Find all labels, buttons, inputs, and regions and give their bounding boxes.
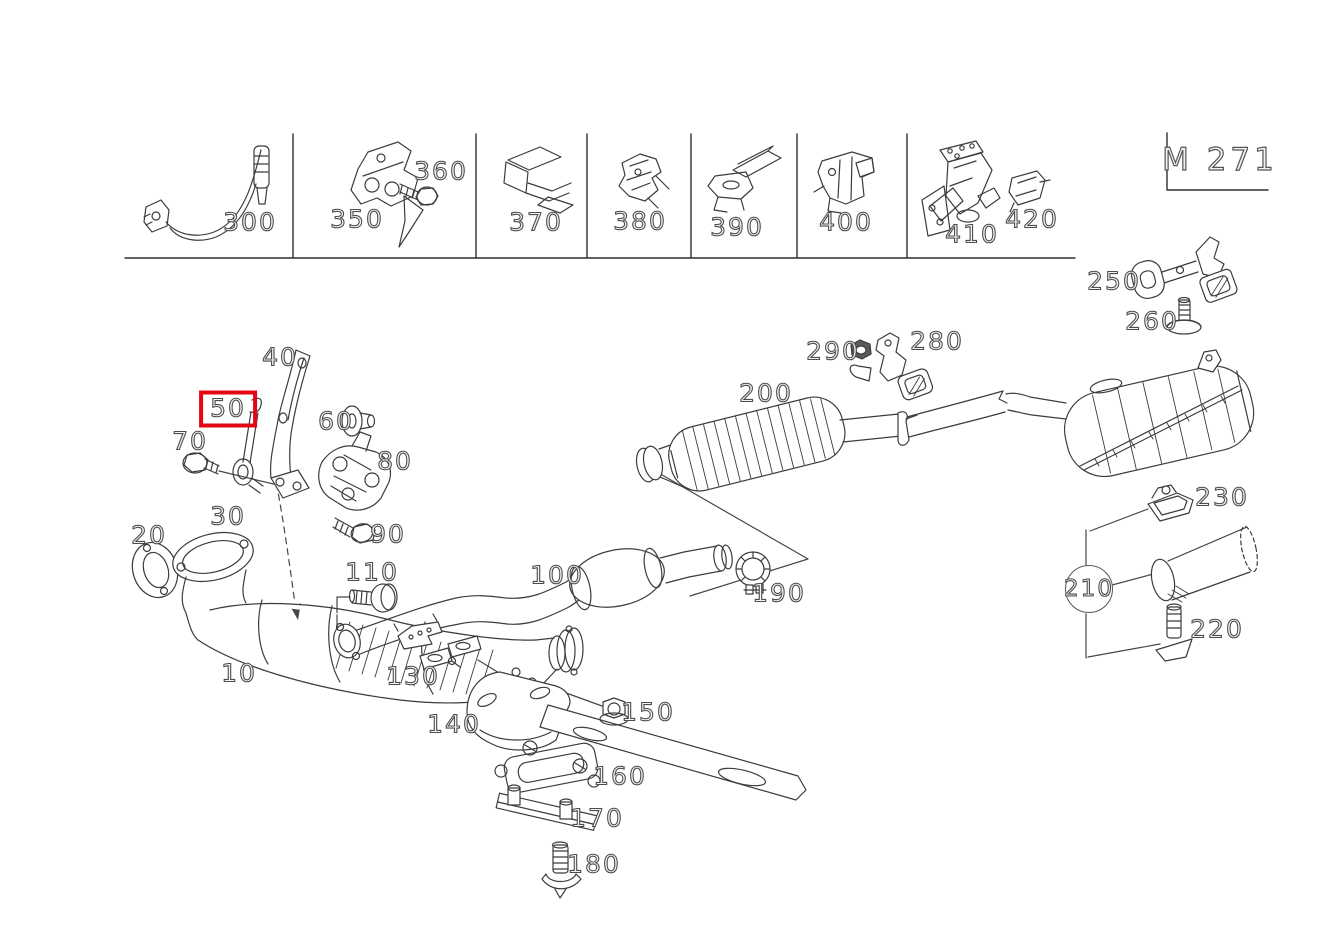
part-410-drawing xyxy=(922,141,1000,236)
callout-110[interactable]: 110 xyxy=(345,557,399,587)
part-370-drawing xyxy=(504,147,573,213)
part-260-drawing xyxy=(1167,298,1201,335)
callout-190[interactable]: 190 xyxy=(752,578,806,608)
callout-370[interactable]: 370 xyxy=(509,207,563,237)
callout-140[interactable]: 140 xyxy=(427,709,481,739)
callout-100[interactable]: 100 xyxy=(530,560,584,590)
part-80-drawing xyxy=(319,432,391,510)
part-400-drawing xyxy=(814,152,874,213)
callout-410[interactable]: 410 xyxy=(945,219,999,249)
callout-350[interactable]: 350 xyxy=(330,204,384,234)
part-420-drawing xyxy=(1009,171,1050,212)
part-140-drawing xyxy=(467,672,806,800)
part-110-drawing xyxy=(350,584,398,612)
callout-280[interactable]: 280 xyxy=(910,326,964,356)
callout-70[interactable]: 70 xyxy=(172,426,208,456)
part-20-drawing xyxy=(125,537,184,604)
part-360-drawing xyxy=(400,184,438,205)
engine-code-box xyxy=(1167,133,1268,190)
part-390-drawing xyxy=(708,146,781,212)
callout-200[interactable]: 200 xyxy=(739,378,793,408)
part-170-drawing xyxy=(496,785,597,830)
callout-210[interactable]: 210 xyxy=(1063,565,1113,613)
callout-300[interactable]: 300 xyxy=(223,207,277,237)
callout-220[interactable]: 220 xyxy=(1190,614,1244,644)
callout-380[interactable]: 380 xyxy=(613,206,667,236)
part-290-drawing xyxy=(851,340,871,359)
callout-30[interactable]: 30 xyxy=(210,501,246,531)
callout-400[interactable]: 400 xyxy=(819,207,873,237)
part-160-drawing xyxy=(495,741,600,794)
callout-390[interactable]: 390 xyxy=(710,212,764,242)
callout-130[interactable]: 130 xyxy=(386,661,440,691)
part-350-drawing xyxy=(351,142,423,247)
callout-10[interactable]: 10 xyxy=(221,658,257,688)
reference-strip-grid xyxy=(125,134,1075,258)
callout-360[interactable]: 360 xyxy=(414,156,468,186)
callout-160[interactable]: 160 xyxy=(593,761,647,791)
part-70-drawing xyxy=(183,453,219,474)
callout-290[interactable]: 290 xyxy=(806,336,860,366)
part-230-drawing xyxy=(1148,485,1193,521)
part-190-drawing xyxy=(736,552,770,594)
part-250-drawing xyxy=(1129,237,1239,304)
callout-50[interactable]: 50 xyxy=(199,390,257,428)
callout-420[interactable]: 420 xyxy=(1005,204,1059,234)
callout-90[interactable]: 90 xyxy=(370,519,406,549)
part-130-drawing xyxy=(420,636,481,669)
part-90-drawing xyxy=(333,518,375,545)
callout-20[interactable]: 20 xyxy=(131,520,167,550)
part-300-drawing xyxy=(144,146,269,240)
engine-code-label: M 271 xyxy=(1162,141,1278,178)
part-280-drawing xyxy=(850,333,934,401)
callout-260[interactable]: 260 xyxy=(1125,306,1179,336)
part-220-drawing xyxy=(1156,604,1192,661)
part-210-drawing xyxy=(1148,525,1261,603)
part-50-drawing xyxy=(233,398,263,493)
part-100-drawing xyxy=(330,541,733,661)
part-150-drawing xyxy=(600,698,628,725)
callout-250[interactable]: 250 xyxy=(1087,266,1141,296)
callout-40[interactable]: 40 xyxy=(262,342,298,372)
rear-muffler-drawing xyxy=(1057,350,1261,484)
callout-80[interactable]: 80 xyxy=(377,446,413,476)
part-200-drawing xyxy=(634,391,1066,497)
callout-60[interactable]: 60 xyxy=(318,406,354,436)
part-40-drawing xyxy=(271,350,310,498)
part-10-drawing xyxy=(168,525,583,703)
callout-150[interactable]: 150 xyxy=(621,697,675,727)
part-180-drawing xyxy=(542,842,581,898)
callout-170[interactable]: 170 xyxy=(570,803,624,833)
callout-180[interactable]: 180 xyxy=(567,849,621,879)
part-380-drawing xyxy=(619,154,669,208)
part-60-drawing xyxy=(342,406,375,436)
callout-230[interactable]: 230 xyxy=(1195,482,1249,512)
